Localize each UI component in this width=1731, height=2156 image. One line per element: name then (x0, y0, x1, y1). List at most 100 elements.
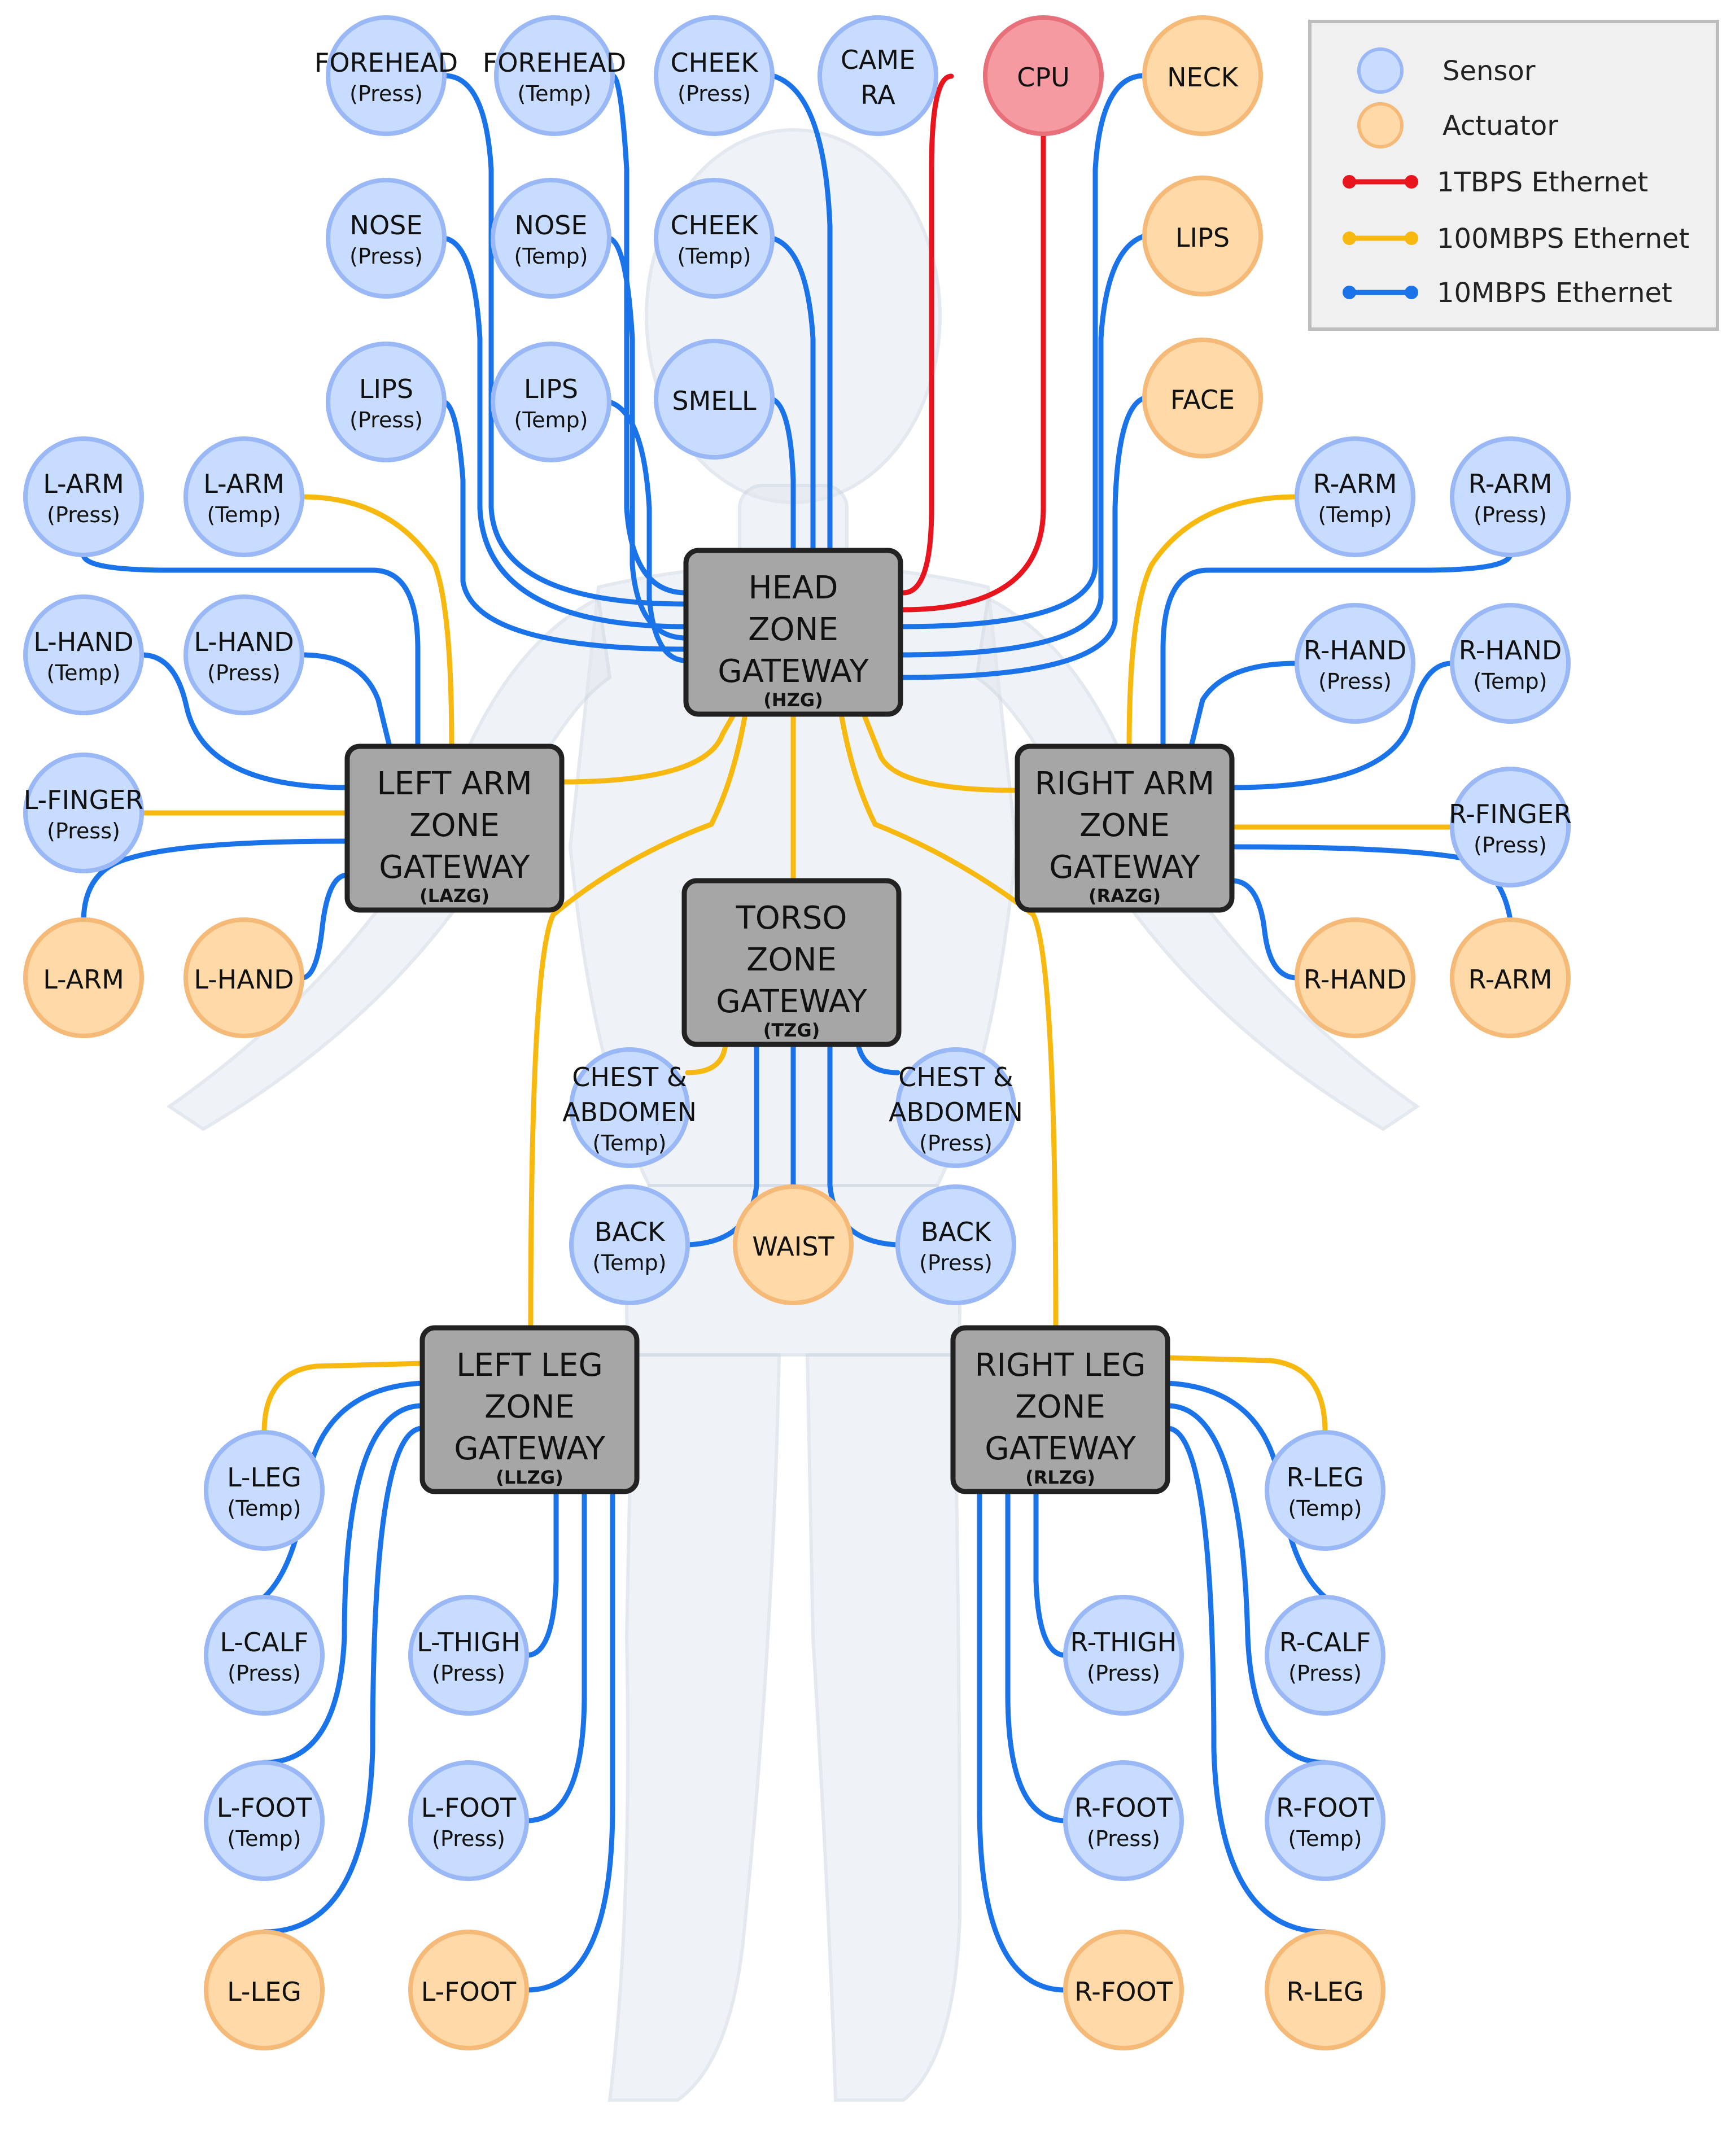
node-lips-temp: LIPS(Temp) (491, 342, 611, 462)
node-lhand-act: L-HAND (183, 917, 304, 1038)
link-10mbps (1165, 1403, 1328, 1765)
sensor-circle (204, 1430, 325, 1551)
actuator-circle (1265, 1930, 1385, 2050)
node-lhand-press: L-HAND(Press) (183, 594, 304, 715)
gateway-label: GATEWAY (985, 1431, 1136, 1467)
node-rhand-act: R-HAND (1295, 917, 1415, 1038)
node-cpu: CPU (983, 15, 1104, 136)
node-label: WAIST (752, 1231, 834, 1262)
node-sublabel: (Temp) (518, 81, 592, 106)
node-sublabel: (Temp) (514, 408, 588, 432)
sensor-circle (326, 178, 447, 299)
node-label: L-LEG (227, 1462, 301, 1493)
sensor-circle (204, 1595, 325, 1716)
node-chest-press: CHEST &ABDOMEN(Press) (889, 1047, 1023, 1168)
link-10mbps (898, 233, 1147, 658)
node-label: L-ARM (203, 469, 285, 499)
sensor-circle (895, 1184, 1016, 1305)
node-sublabel: (Temp) (593, 1250, 667, 1275)
actuator-circle (1450, 917, 1571, 1038)
cpu-circle (983, 15, 1104, 136)
node-label: ABDOMEN (889, 1097, 1023, 1127)
link-10mbps (898, 395, 1147, 680)
node-label: L-FINGER (24, 785, 144, 815)
silhouette-left-leg (607, 1353, 781, 2102)
node-rhand-temp: R-HAND(Temp) (1450, 603, 1571, 724)
node-label: LIPS (359, 374, 413, 404)
legend-line-end (1405, 231, 1418, 245)
link-1tbps (901, 131, 1046, 613)
node-sublabel: (Press) (1318, 669, 1392, 694)
node-forehead-press: FOREHEAD(Press) (314, 15, 458, 136)
node-rarm-press: R-ARM(Press) (1450, 436, 1571, 557)
node-rfoot-act: R-FOOT (1063, 1930, 1184, 2050)
gateway-label: LEFT LEG (456, 1347, 603, 1384)
sensor-circle (1063, 1760, 1184, 1881)
sensor-circle (1295, 603, 1415, 724)
node-label: R-FOOT (1074, 1976, 1173, 2007)
link-10mbps (898, 73, 1147, 629)
gateway-label: RIGHT ARM (1035, 766, 1214, 802)
gateway-label: GATEWAY (454, 1431, 605, 1467)
link-100mbps (685, 1042, 728, 1075)
link-10mbps (261, 1425, 425, 1935)
link-100mbps (861, 711, 1020, 793)
node-sublabel: (Press) (349, 244, 423, 269)
sensor-circle (1265, 1595, 1385, 1716)
node-label: FACE (1170, 384, 1235, 415)
node-label: L-ARM (43, 469, 124, 499)
gateway-label: TORSO (736, 900, 847, 937)
node-label: L-HAND (33, 627, 133, 657)
node-lleg-act: L-LEG (204, 1930, 325, 2050)
node-lleg-temp: L-LEG (Temp) (204, 1430, 325, 1551)
sensor-circle (1063, 1595, 1184, 1716)
node-label: RA (860, 80, 895, 110)
node-label: R-HAND (1459, 635, 1562, 666)
sensor-circle (326, 342, 447, 462)
link-10mbps (1160, 552, 1513, 749)
gateway-label: ZONE (409, 807, 500, 844)
actuator-circle (1295, 917, 1415, 1038)
node-rfoot-press: R-FOOT(Press) (1063, 1760, 1184, 1881)
legend-line-end (1343, 286, 1356, 299)
node-label: L-FOOT (217, 1792, 312, 1823)
node-lips-press: LIPS(Press) (326, 342, 447, 462)
node-lhand-temp: L-HAND(Temp) (23, 594, 144, 715)
gateway-label: ZONE (484, 1389, 575, 1425)
node-rleg-temp: R-LEG(Temp) (1265, 1430, 1385, 1551)
node-label: R-ARM (1468, 964, 1553, 995)
silhouette-right-leg (805, 1353, 962, 2102)
sensor-circle (654, 339, 775, 460)
gateway-label: GATEWAY (718, 653, 869, 690)
node-label: ABDOMEN (562, 1097, 697, 1127)
link-100mbps (528, 711, 748, 1331)
node-rleg-act: R-LEG (1265, 1930, 1385, 2050)
node-smell: SMELL (654, 339, 775, 460)
node-label: CHEEK (670, 47, 759, 78)
node-rarm-act: R-ARM (1450, 917, 1571, 1038)
node-label: NECK (1167, 62, 1239, 93)
gateway-label: ZONE (1015, 1389, 1105, 1425)
node-label: BACK (595, 1217, 666, 1247)
node-forehead-temp: FOREHEAD(Temp) (483, 15, 626, 136)
node-sublabel: (Press) (47, 502, 120, 527)
link-10mbps (81, 838, 350, 922)
node-label: LIPS (1175, 222, 1230, 253)
node-sublabel: (Temp) (207, 502, 281, 527)
node-label: R-FINGER (1449, 799, 1572, 829)
node-sublabel: (Press) (919, 1250, 993, 1275)
sensor-circle (494, 15, 615, 136)
legend-link_100mbps-label: 100MBPS Ethernet (1437, 223, 1689, 255)
link-10mbps (261, 1403, 425, 1765)
node-lthigh-press: L-THIGH(Press) (408, 1595, 529, 1716)
node-face: FACE (1142, 338, 1263, 458)
node-sublabel: (Temp) (228, 1496, 301, 1521)
gateway-box (950, 1325, 1170, 1494)
link-100mbps (261, 1361, 425, 1435)
node-lcalf-press: L-CALF(Press) (204, 1595, 325, 1716)
node-sublabel: (Press) (1474, 502, 1547, 527)
